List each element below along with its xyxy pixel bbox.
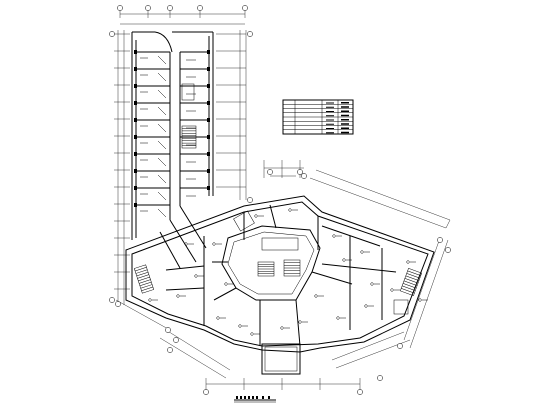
grid-axis-bubbles: [109, 5, 451, 395]
north-wing: [114, 10, 247, 305]
main-podium: [125, 195, 435, 375]
podium-stair-west: [133, 264, 155, 294]
entrance-canopy: [261, 343, 301, 375]
drawing-caption: [234, 396, 276, 403]
outer-dimension-lines: [115, 160, 451, 390]
podium-stair-east: [399, 268, 423, 296]
north-stair: [181, 125, 197, 149]
legend-table: [282, 99, 354, 135]
podium-stair-centre: [257, 237, 301, 277]
